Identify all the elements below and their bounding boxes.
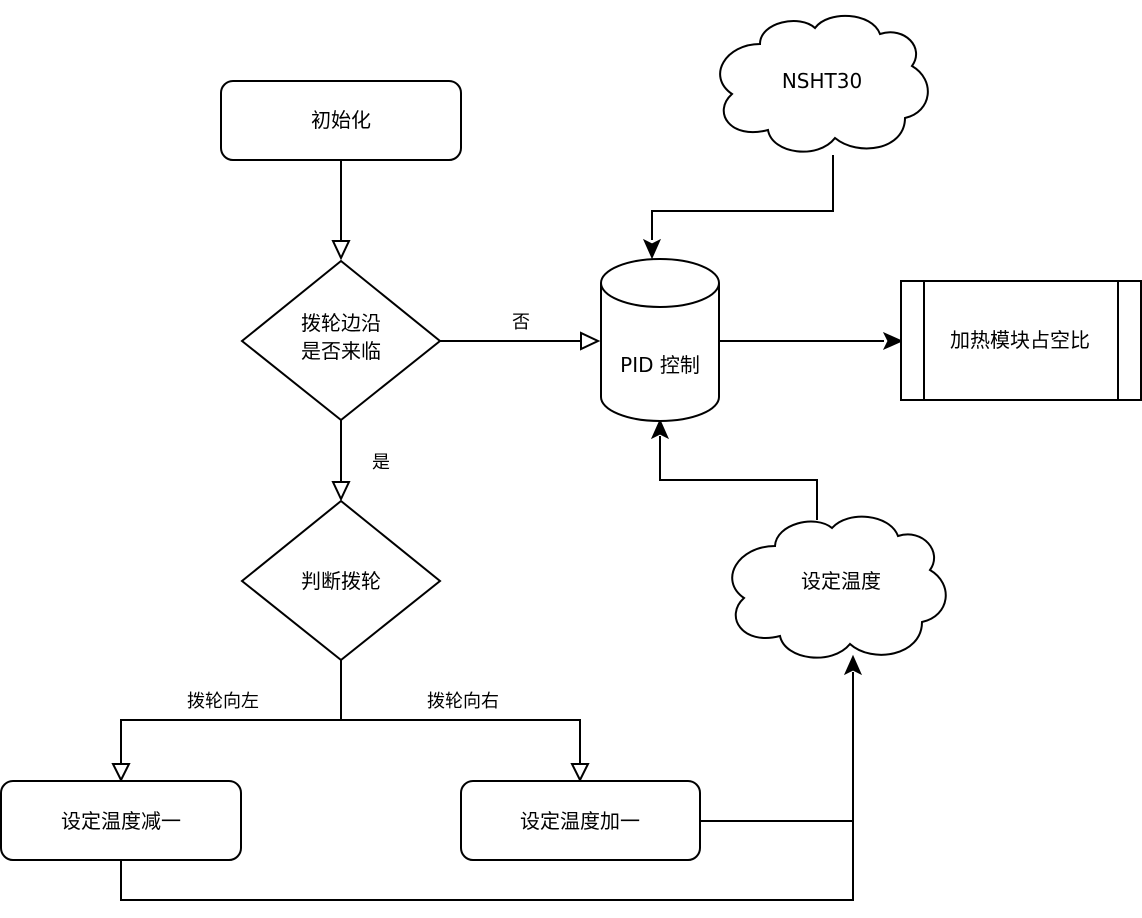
node-set-temp-cloud: 设定温度 [731,515,947,659]
node-heater-duty-label: 加热模块占空比 [950,328,1090,352]
node-sensor-cloud: NSHT30 [719,14,929,153]
arrow-head-solid [650,418,670,440]
node-temp-minus: 设定温度减一 [0,780,242,861]
node-pid-control-label: PID 控制 [620,353,700,377]
edge-edge-check-to-judge: 是 [331,420,390,502]
node-heater-duty: 加热模块占空比 [900,280,1142,401]
edge-edge-check-to-pid: 否 [440,312,601,351]
edge-temp-minus-to-set-temp [120,654,863,901]
node-sensor-label: NSHT30 [782,69,862,93]
edge-sensor-to-pid [642,155,834,260]
node-temp-plus: 设定温度加一 [460,780,701,861]
node-init: 初始化 [220,80,462,161]
arrow-head-open [580,331,601,351]
edge-label-yes: 是 [372,452,390,473]
arrow-head-open [331,240,351,261]
arrow-head-open [111,763,131,783]
edge-judge-to-branches: 拨轮向左 拨轮向右 [111,660,590,783]
edge-label-no: 否 [512,312,530,333]
node-judge-wheel-label: 判断拨轮 [301,569,381,593]
edge-set-temp-to-pid [650,418,818,520]
arrow-head-solid [843,654,863,676]
node-wheel-edge-check-line1: 拨轮边沿 [301,311,381,335]
edge-pid-to-duty [720,331,904,351]
node-init-label: 初始化 [311,108,371,132]
node-set-temp-label: 设定温度 [801,569,881,593]
arrow-head-open [331,481,351,502]
node-temp-minus-label: 设定温度减一 [61,809,181,833]
edge-label-wheel-left: 拨轮向左 [187,691,259,712]
node-judge-wheel: 判断拨轮 [240,499,442,662]
arrow-head-solid [642,238,662,260]
node-wheel-edge-check-line2: 是否来临 [301,339,381,363]
edge-init-to-edge-check [331,160,351,261]
arrow-head-open [570,763,590,783]
arrow-head-solid [882,331,904,351]
edge-label-wheel-right: 拨轮向右 [427,691,499,712]
node-temp-plus-label: 设定温度加一 [520,809,640,833]
node-pid-control: PID 控制 [600,258,720,422]
node-wheel-edge-check: 拨轮边沿 是否来临 [240,259,442,422]
